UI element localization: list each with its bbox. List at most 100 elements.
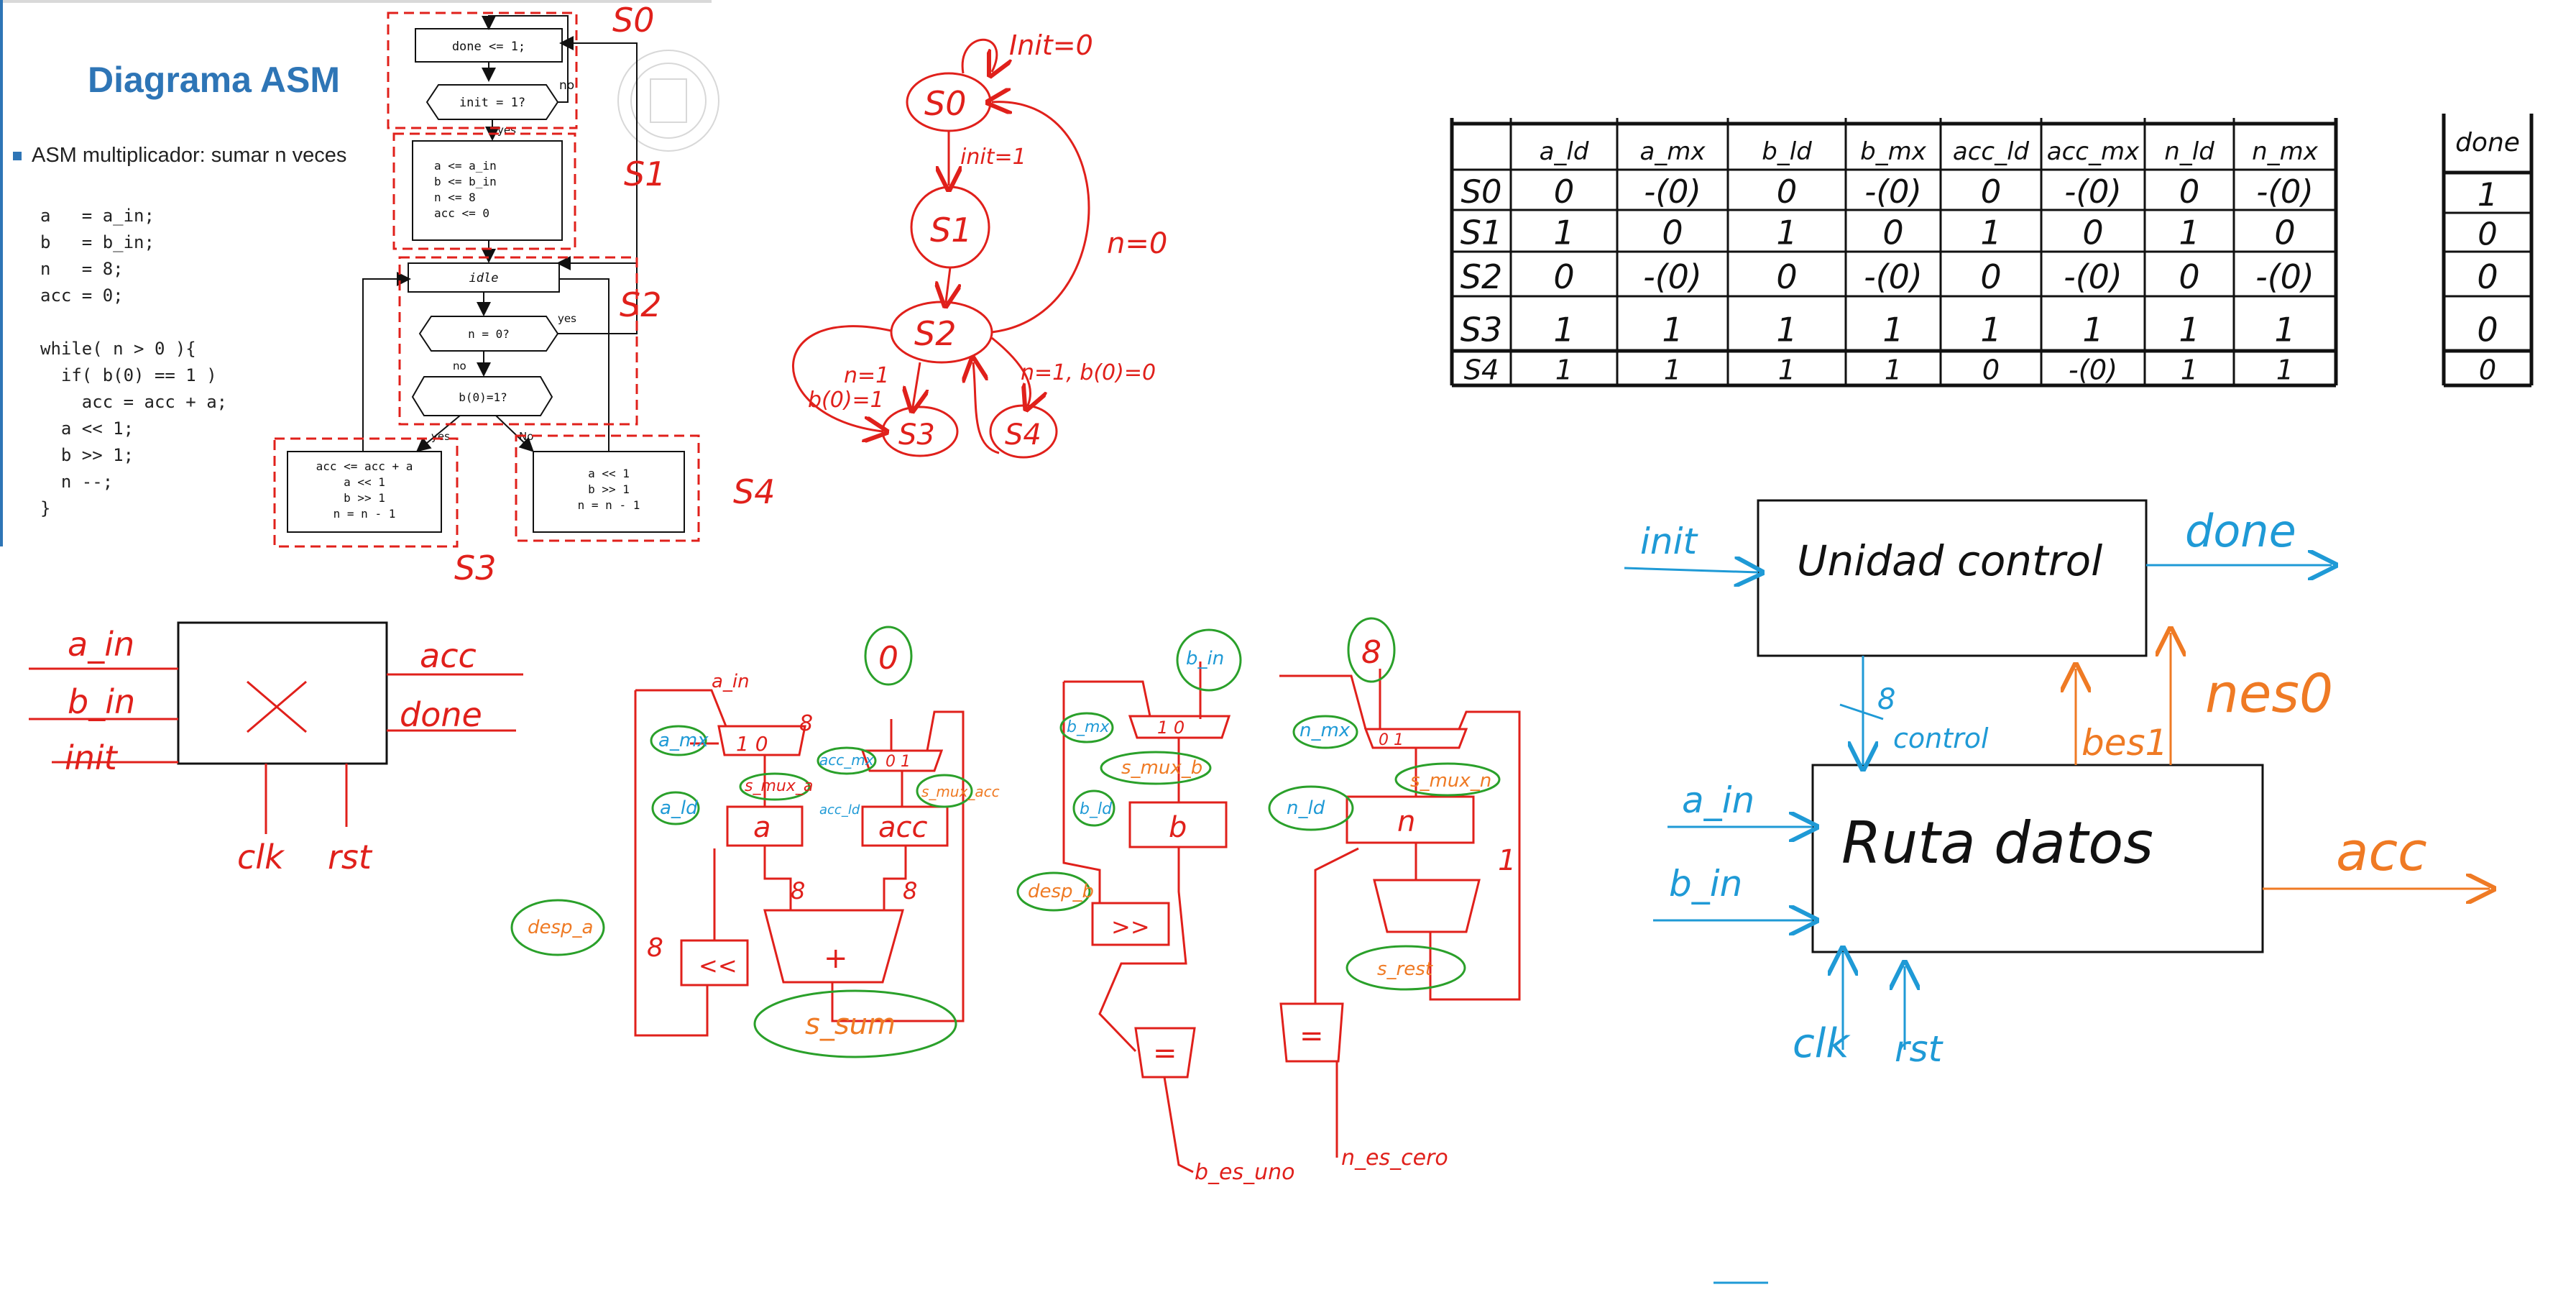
mult-init: init	[65, 738, 119, 777]
table-value-cell: 0	[2274, 214, 2295, 252]
subtractor	[1373, 879, 1481, 933]
asm-no2-label: no	[453, 360, 466, 372]
slide-bullet-text: ASM multiplicador: sumar n veces	[32, 144, 347, 167]
table-value-cell: 1	[2181, 354, 2198, 386]
mux-a	[717, 725, 806, 756]
control-unit-label: Unidad control	[1797, 536, 2102, 585]
table-value-cell: -(0)	[2064, 257, 2122, 296]
mux-n	[1363, 728, 1468, 749]
table-value-cell: 1	[1553, 310, 1574, 349]
table-value-cell: 1	[1980, 214, 2001, 252]
mult-clk: clk	[237, 838, 285, 876]
asm-init-acc: acc <= 0	[434, 206, 489, 220]
state-label-s1: S1	[930, 211, 972, 250]
table-value-cell: 1	[2082, 310, 2103, 349]
table-value-cell: -(0)	[2255, 257, 2314, 296]
datapath-label: Ruta datos	[1841, 810, 2153, 876]
table-value-cell: 0	[1662, 214, 1683, 252]
mux-n-inputs: 0 1	[1379, 731, 1404, 749]
table-header-cell: acc_ld	[1953, 137, 2030, 166]
adder-label: +	[824, 942, 848, 975]
transition-n1-b0: n=1, b(0)=0	[1021, 360, 1156, 385]
lbl-b-in: b_in	[1186, 648, 1224, 669]
lbl-b-es-uno: b_es_uno	[1195, 1160, 1295, 1185]
adder	[763, 909, 904, 984]
lbl-a-in: a_in	[712, 671, 750, 692]
const-8: 8	[1361, 634, 1381, 671]
asm-no3-label: No	[519, 430, 533, 443]
lbl-b-ld: b_ld	[1080, 800, 1113, 818]
table-header-cell: acc_mx	[2047, 137, 2140, 166]
lbl-s-mux-acc: s_mux_acc	[921, 783, 1000, 800]
table-header-cell: a_mx	[1639, 137, 1706, 166]
table-value-cell: 0	[1981, 173, 2002, 211]
mult-b-in: b_in	[68, 682, 135, 721]
transition-init0: Init=0	[1009, 29, 1093, 61]
asm-init-text: init = 1?	[459, 96, 525, 110]
asm-label-s4: S4	[733, 472, 775, 511]
wire-width-a: 8	[799, 711, 813, 736]
asm-label-s0: S0	[612, 1, 654, 40]
table-value-cell: 1	[1980, 310, 2001, 349]
table-value-cell: 1	[1778, 354, 1795, 386]
const-1: 1	[1498, 844, 1516, 877]
table-header-cell: n_mx	[2252, 137, 2319, 166]
slide-title: Diagrama ASM	[88, 60, 341, 100]
wire-width-shl: 8	[647, 933, 663, 963]
mult-done: done	[400, 695, 482, 734]
asm-idle-text: idle	[469, 271, 499, 285]
asm-s4-line3: n = n - 1	[578, 498, 640, 512]
table-value-cell: 0	[2179, 257, 2199, 296]
sys-a-in: a_in	[1682, 779, 1754, 821]
table-value-cell: 0	[2179, 173, 2200, 211]
lbl-s-mux-n: s_mux_n	[1410, 770, 1491, 792]
reg-a-label: a	[753, 811, 771, 844]
datapath-sketch	[634, 662, 1521, 1173]
transition-n1-b1-b: b(0)=1	[808, 388, 884, 413]
table-value-cell: -(0)	[2064, 173, 2122, 211]
table-state-cell: S3	[1460, 310, 1502, 349]
asm-s3-line1: acc <= acc + a	[316, 459, 413, 473]
asm-init-a: a <= a_in	[434, 159, 497, 173]
table-value-cell: 0	[1777, 173, 1798, 211]
mux-acc-inputs: 0 1	[886, 753, 911, 771]
mux-b-inputs: 1 0	[1157, 718, 1184, 738]
table-value-cell: 1	[1555, 354, 1573, 386]
mult-acc: acc	[420, 636, 477, 675]
datapath-signal-labels: 0 8 1 b_in a_in a_mx a_ld acc_mx s_mux_a…	[528, 634, 1516, 1185]
asm-label-s1: S1	[624, 155, 666, 193]
slide-bullet: ASM multiplicador: sumar n veces	[13, 144, 346, 168]
shift-right	[1091, 902, 1170, 946]
compare-n	[1279, 1002, 1344, 1063]
reg-n-label: n	[1397, 805, 1415, 838]
table-value-cell: 0	[1882, 214, 1903, 252]
datapath-signal-circles	[510, 617, 1501, 1058]
asm-state-labels: S0 S1 S2 S3 S4	[454, 1, 775, 587]
table-state-cell: S4	[1464, 354, 1499, 386]
asm-decision-init	[426, 84, 559, 120]
shr-label: >>	[1111, 913, 1150, 940]
table-value-cell: -(0)	[1643, 257, 1702, 296]
table-state-cell: S2	[1460, 257, 1502, 296]
done-value-cell: 0	[2477, 310, 2498, 349]
sys-done: done	[2185, 505, 2296, 557]
asm-n-text: n = 0?	[468, 327, 510, 341]
sys-clk: clk	[1793, 1020, 1851, 1067]
table-value-cell: 0	[1554, 173, 1575, 211]
table-value-cell: 0	[2082, 214, 2103, 252]
lbl-acc-mx: acc_mx	[819, 751, 874, 769]
asm-box-init	[412, 140, 563, 241]
asm-yes2-label: yes	[558, 312, 576, 325]
asm-s4-line1: a << 1	[588, 467, 630, 480]
done-value-cell: 0	[2477, 257, 2498, 296]
table-value-cell: -(0)	[1864, 257, 1923, 296]
lbl-a-ld: a_ld	[660, 797, 698, 819]
table-state-cell: S1	[1460, 214, 1502, 252]
lbl-s-rest: s_rest	[1377, 958, 1433, 980]
lbl-n-ld: n_ld	[1287, 797, 1325, 819]
sys-b-in: b_in	[1669, 863, 1742, 905]
table-value-cell: -(0)	[2256, 173, 2314, 211]
lbl-n-es-cero: n_es_cero	[1341, 1145, 1448, 1171]
